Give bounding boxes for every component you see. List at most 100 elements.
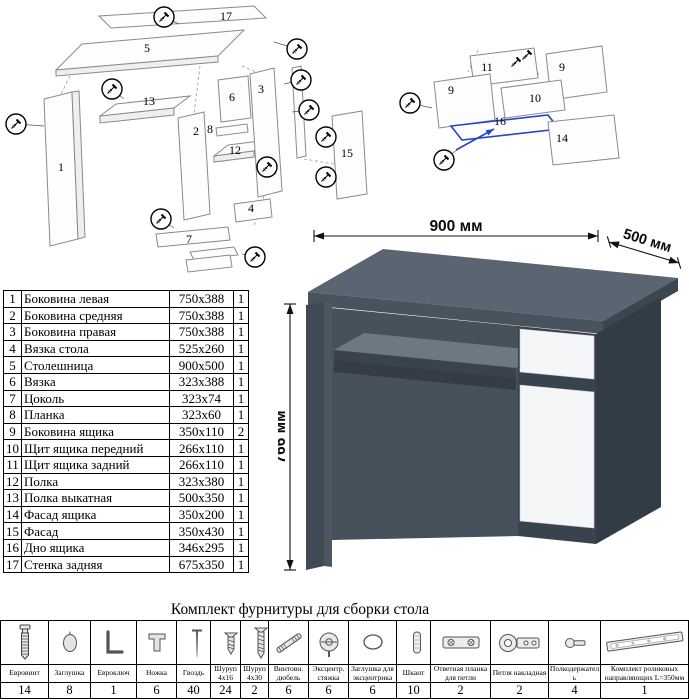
shelf-support-icon: [548, 620, 601, 665]
hardware-item-qty: 6: [268, 682, 309, 699]
part-number-labels: 17 5 1 13 2 12 3 6 8 4 7 15: [58, 9, 353, 246]
dimension-height: 766 мм: [278, 303, 296, 571]
part-num: 12: [3, 472, 22, 491]
part-size: 350x110: [169, 422, 234, 441]
drawer-slides-icon: [600, 620, 689, 665]
part-size: 266x110: [169, 455, 234, 474]
part-num: 14: [3, 505, 22, 524]
part-num: 11: [3, 455, 22, 474]
hardware-item-name: Евроключ: [90, 664, 137, 683]
part-num: 8: [3, 406, 22, 424]
hardware-item-name: Петля накладная: [490, 664, 549, 683]
assembly-guides: [59, 65, 335, 227]
part-name: Боковина правая: [21, 323, 170, 341]
hardware-item-qty: 14: [0, 682, 49, 699]
hardware-item-qty: 10: [396, 682, 431, 699]
part-qty: 2: [233, 422, 249, 441]
part-name: Цоколь: [21, 389, 170, 408]
part-number-label: 9: [559, 60, 565, 74]
hardware-item-name: Полкодержатель: [548, 664, 601, 683]
screw-callout-icon: [102, 79, 122, 99]
part-size: 675x350: [169, 555, 234, 574]
hardware-item-qty: 1: [90, 682, 137, 699]
part-size: 750x388: [169, 290, 234, 308]
drawer-front: [519, 328, 595, 380]
screw-callout-icon: [434, 150, 454, 170]
part-size: 900x500: [169, 356, 234, 374]
dimension-depth: 500 мм: [606, 226, 682, 269]
hardware-item-name: Заглушка: [48, 664, 91, 683]
part-num: 13: [3, 489, 22, 507]
part-shape-drawer-front: [500, 79, 566, 119]
hinge-icon: [490, 620, 549, 665]
screw-callout-icon: [316, 127, 336, 147]
part-size: 750x388: [169, 323, 234, 341]
part-size: 266x110: [169, 439, 234, 457]
part-qty: 1: [233, 489, 249, 507]
part-number-labels: 11 9 9 10 16 14: [448, 60, 568, 145]
part-number-label: 1: [58, 160, 64, 174]
part-shape-tie: [217, 75, 252, 123]
part-shape-drawer-box: [185, 246, 239, 273]
part-qty: 1: [233, 439, 249, 457]
part-size: 350x200: [169, 505, 234, 524]
part-shape-back-wall: [97, 5, 268, 29]
part-qty: 1: [233, 538, 249, 557]
pedestal-right-side: [596, 297, 661, 544]
part-name: Вязка: [21, 372, 170, 391]
dimension-width: 900 мм: [313, 220, 599, 242]
hinge-plate-icon: [430, 620, 491, 665]
screw-callout-icon: [245, 247, 265, 267]
part-number-label: 13: [143, 94, 155, 108]
hardware-item-qty: 6: [136, 682, 177, 699]
part-qty: 1: [233, 389, 249, 408]
desk-tray-shadow: [334, 360, 516, 390]
hardware-item-name: Шкант: [396, 664, 431, 683]
part-name: Планка: [21, 406, 170, 424]
desk-body: [306, 249, 678, 570]
part-number-label: 7: [186, 232, 192, 246]
part-number-label: 14: [556, 131, 568, 145]
part-name: Столешница: [21, 356, 170, 374]
part-shape-left-side: [43, 90, 86, 247]
part-num: 7: [3, 389, 22, 408]
part-num: 3: [3, 323, 22, 341]
hardware-item-name: Евровинт: [0, 664, 49, 683]
cam-lock-icon: [308, 620, 349, 665]
part-size: 323x74: [169, 389, 234, 408]
hardware-item-qty: 2: [240, 682, 269, 699]
part-qty: 1: [233, 455, 249, 474]
hardware-kit-title: Комплект фурнитуры для сборки стола: [170, 601, 430, 618]
part-shape-drawer-facade: [547, 114, 620, 166]
part-shape-facade: [331, 110, 368, 200]
part-name: Полка выкатная: [21, 489, 170, 507]
part-number-label: 2: [193, 124, 199, 138]
depth-label: 500 мм: [621, 226, 673, 256]
part-qty: 1: [233, 306, 249, 325]
part-qty: 1: [233, 406, 249, 424]
part-name: Фасад ящика: [21, 505, 170, 524]
hardware-item-qty: 8: [48, 682, 91, 699]
hardware-item-qty: 2: [490, 682, 549, 699]
screw-callout-icon: [287, 39, 307, 59]
part-name: Полка: [21, 472, 170, 491]
part-shape-strip: [215, 123, 249, 137]
part-qty: 1: [233, 339, 249, 358]
part-size: 323x388: [169, 372, 234, 391]
part-number-label: 15: [341, 146, 353, 160]
part-shape-middle-side: [177, 111, 211, 221]
hardware-item-qty: 4: [548, 682, 601, 699]
screw-callout-icon: [316, 167, 336, 187]
part-shape-rolling-shelf: [98, 95, 192, 124]
part-size: 500x350: [169, 489, 234, 507]
